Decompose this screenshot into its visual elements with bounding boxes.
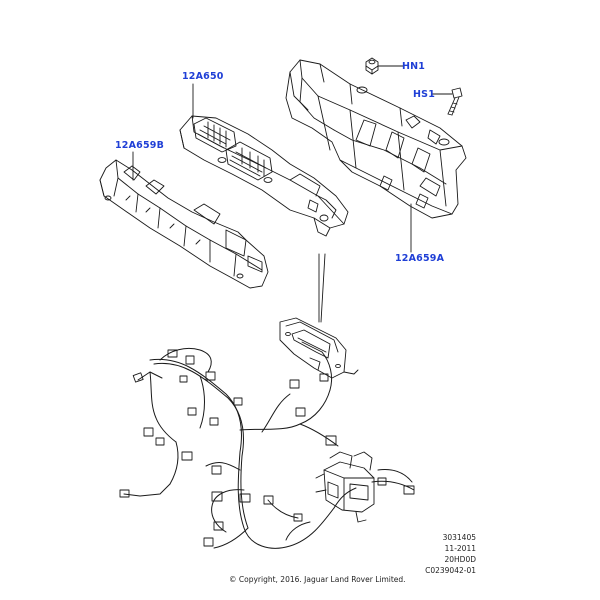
callout-12a659a: 12A659A (395, 253, 445, 264)
nut-hn1 (365, 57, 379, 75)
callout-12a659b: 12A659B (115, 140, 165, 151)
housing-12a659a (285, 59, 467, 219)
harness-module-plate (279, 317, 359, 379)
reference-date: 11-2011 (444, 544, 476, 553)
callout-hn1: HN1 (402, 61, 426, 72)
reference-illustration-id: C0239042-01 (425, 566, 476, 575)
harness-connectors (119, 349, 415, 547)
hydraulic-block (315, 451, 375, 523)
reference-number: 3031405 (442, 533, 476, 542)
reference-block: 3031405 11-2011 20HD0D (420, 532, 476, 565)
callout-hs1: HS1 (413, 89, 436, 100)
module-12a650 (179, 115, 349, 237)
reference-model-code: 20HD0D (444, 555, 476, 564)
callout-12a650: 12A650 (182, 71, 224, 82)
screw-hs1 (447, 87, 463, 116)
copyright-notice: © Copyright, 2016. Jaguar Land Rover Lim… (229, 575, 406, 584)
wiring-harness (123, 347, 415, 549)
assembly-lines (318, 253, 326, 323)
bracket-12a659b (99, 159, 269, 289)
